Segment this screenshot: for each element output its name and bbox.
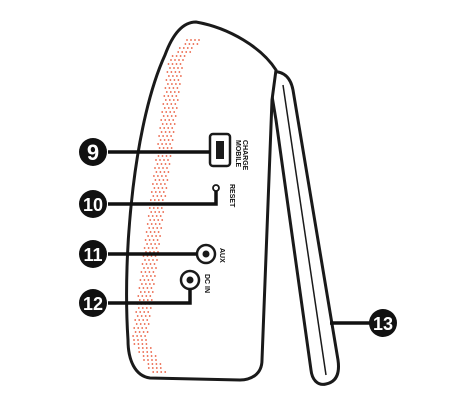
callout-10: 10 [79,190,107,218]
callout-11-number: 11 [83,245,102,265]
stand-leg [266,70,340,386]
reset-hole [212,184,220,192]
callout-11: 11 [79,240,107,268]
stand-leg-inner-edge [282,84,327,376]
mobile-charge-label-line1: MOBILE [234,140,241,168]
usb-port [208,132,232,168]
dc-in-jack [179,269,201,291]
aux-jack [195,243,217,265]
leader-line-10 [108,191,218,206]
device-body [125,20,278,382]
aux-label: AUX [218,248,225,263]
callout-9-number: 9 [87,140,99,165]
callout-10-number: 10 [83,195,103,215]
reset-label: RESET [228,184,235,208]
callout-12: 12 [79,289,107,317]
callout-13-number: 13 [373,314,393,334]
mobile-charge-label-line2: CHARGE [241,140,248,171]
dc-in-label: DC IN [203,274,210,293]
callout-leader-lines [108,150,371,325]
callout-13: 13 [369,309,397,337]
callout-12-number: 12 [83,294,103,314]
leader-line-12 [108,289,192,305]
callout-9: 9 [79,138,107,166]
